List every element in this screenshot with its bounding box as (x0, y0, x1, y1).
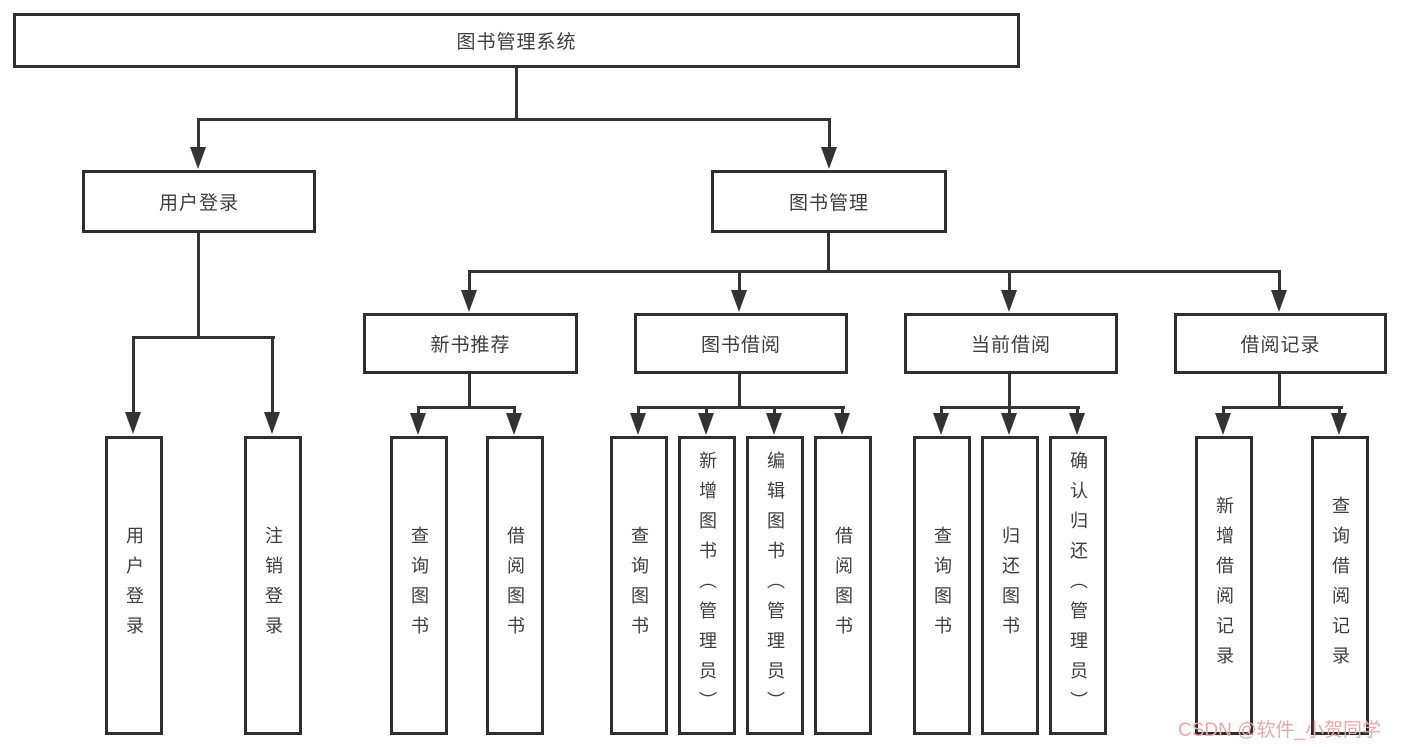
connector-line (515, 66, 518, 118)
leaf-query-borrow-record-label: 查询借阅记录 (1330, 495, 1350, 676)
arrow-down-icon (1331, 413, 1347, 435)
leaf-edit-book-admin: 编辑图书（管理员） (746, 436, 804, 735)
connector-line (468, 270, 1281, 273)
connector-line (827, 231, 830, 270)
leaf-edit-book-admin-label: 编辑图书（管理员） (765, 450, 785, 721)
connector-line (417, 406, 516, 409)
connector-line (1008, 406, 1011, 415)
node-book-borrow: 图书借阅 (634, 313, 848, 374)
connector-line (468, 270, 471, 292)
leaf-borrow-books: 借阅图书 (814, 436, 872, 735)
leaf-query-books-recommend-label: 查询图书 (409, 525, 429, 646)
node-root: 图书管理系统 (13, 13, 1020, 68)
arrow-down-icon (1271, 290, 1287, 312)
arrow-down-icon (1001, 290, 1017, 312)
leaf-query-books-borrow: 查询图书 (610, 436, 668, 735)
connector-line (271, 336, 274, 414)
connector-line (1222, 406, 1343, 409)
connector-line (197, 118, 831, 121)
leaf-query-books-borrow-label: 查询图书 (629, 525, 649, 646)
connector-line (637, 406, 640, 415)
arrow-down-icon (1069, 413, 1085, 435)
leaf-confirm-return-admin: 确认归还（管理员） (1049, 436, 1107, 735)
node-book-management-label: 图书管理 (788, 193, 869, 214)
connector-line (417, 406, 420, 415)
connector-line (1338, 406, 1341, 415)
leaf-add-book-admin: 新增图书（管理员） (678, 436, 736, 735)
connector-line (513, 406, 516, 415)
arrow-down-icon (630, 413, 646, 435)
node-root-label: 图书管理系统 (456, 32, 577, 53)
connector-line (705, 406, 708, 415)
leaf-return-books: 归还图书 (981, 436, 1039, 735)
connector-line (1278, 372, 1281, 406)
leaf-user-login-label: 用户登录 (124, 525, 144, 646)
arrow-down-icon (410, 413, 426, 435)
leaf-borrow-books-recommend: 借阅图书 (486, 436, 544, 735)
connector-line (197, 118, 200, 149)
connector-line (1222, 406, 1225, 415)
arrow-down-icon (766, 413, 782, 435)
csdn-watermark: CSDN @软件_小贺同学 (1178, 720, 1381, 741)
arrow-down-icon (190, 147, 206, 169)
leaf-add-borrow-record-label: 新增借阅记录 (1214, 495, 1234, 676)
leaf-logout-label: 注销登录 (263, 525, 283, 646)
leaf-borrow-books-recommend-label: 借阅图书 (505, 525, 525, 646)
connector-line (828, 118, 831, 149)
node-current-borrow: 当前借阅 (904, 313, 1118, 374)
leaf-confirm-return-admin-label: 确认归还（管理员） (1068, 450, 1088, 721)
connector-line (738, 270, 741, 292)
arrow-down-icon (506, 413, 522, 435)
node-new-book-recommend-label: 新书推荐 (430, 335, 511, 356)
arrow-down-icon (731, 290, 747, 312)
connector-line (940, 406, 943, 415)
connector-line (1008, 270, 1011, 292)
connector-line (738, 372, 741, 406)
leaf-user-login: 用户登录 (105, 436, 163, 735)
connector-line (197, 231, 200, 336)
leaf-return-books-label: 归还图书 (1000, 525, 1020, 646)
connector-line (132, 336, 135, 414)
connector-line (1076, 406, 1079, 415)
node-book-borrow-label: 图书借阅 (700, 335, 781, 356)
connector-line (1008, 372, 1011, 406)
node-book-management: 图书管理 (711, 170, 947, 233)
leaf-query-books-recommend: 查询图书 (390, 436, 448, 735)
leaf-add-borrow-record: 新增借阅记录 (1195, 436, 1253, 735)
arrow-down-icon (1001, 413, 1017, 435)
node-new-book-recommend: 新书推荐 (363, 313, 578, 374)
leaf-add-book-admin-label: 新增图书（管理员） (697, 450, 717, 721)
node-current-borrow-label: 当前借阅 (970, 335, 1051, 356)
arrow-down-icon (933, 413, 949, 435)
connector-line (773, 406, 776, 415)
leaf-query-books-current-label: 查询图书 (932, 525, 952, 646)
node-user-login: 用户登录 (82, 170, 316, 233)
leaf-logout: 注销登录 (244, 436, 302, 735)
connector-line (841, 406, 844, 415)
node-borrow-records-label: 借阅记录 (1240, 335, 1321, 356)
connector-line (1278, 270, 1281, 292)
arrow-down-icon (1215, 413, 1231, 435)
node-user-login-label: 用户登录 (158, 193, 239, 214)
connector-line (468, 372, 471, 406)
leaf-query-borrow-record: 查询借阅记录 (1311, 436, 1369, 735)
arrow-down-icon (821, 147, 837, 169)
arrow-down-icon (125, 412, 141, 434)
leaf-query-books-current: 查询图书 (913, 436, 971, 735)
connector-line (637, 406, 845, 409)
node-borrow-records: 借阅记录 (1174, 313, 1387, 374)
arrow-down-icon (264, 412, 280, 434)
arrow-down-icon (834, 413, 850, 435)
leaf-borrow-books-label: 借阅图书 (833, 525, 853, 646)
arrow-down-icon (698, 413, 714, 435)
connector-line (132, 336, 275, 339)
arrow-down-icon (461, 290, 477, 312)
